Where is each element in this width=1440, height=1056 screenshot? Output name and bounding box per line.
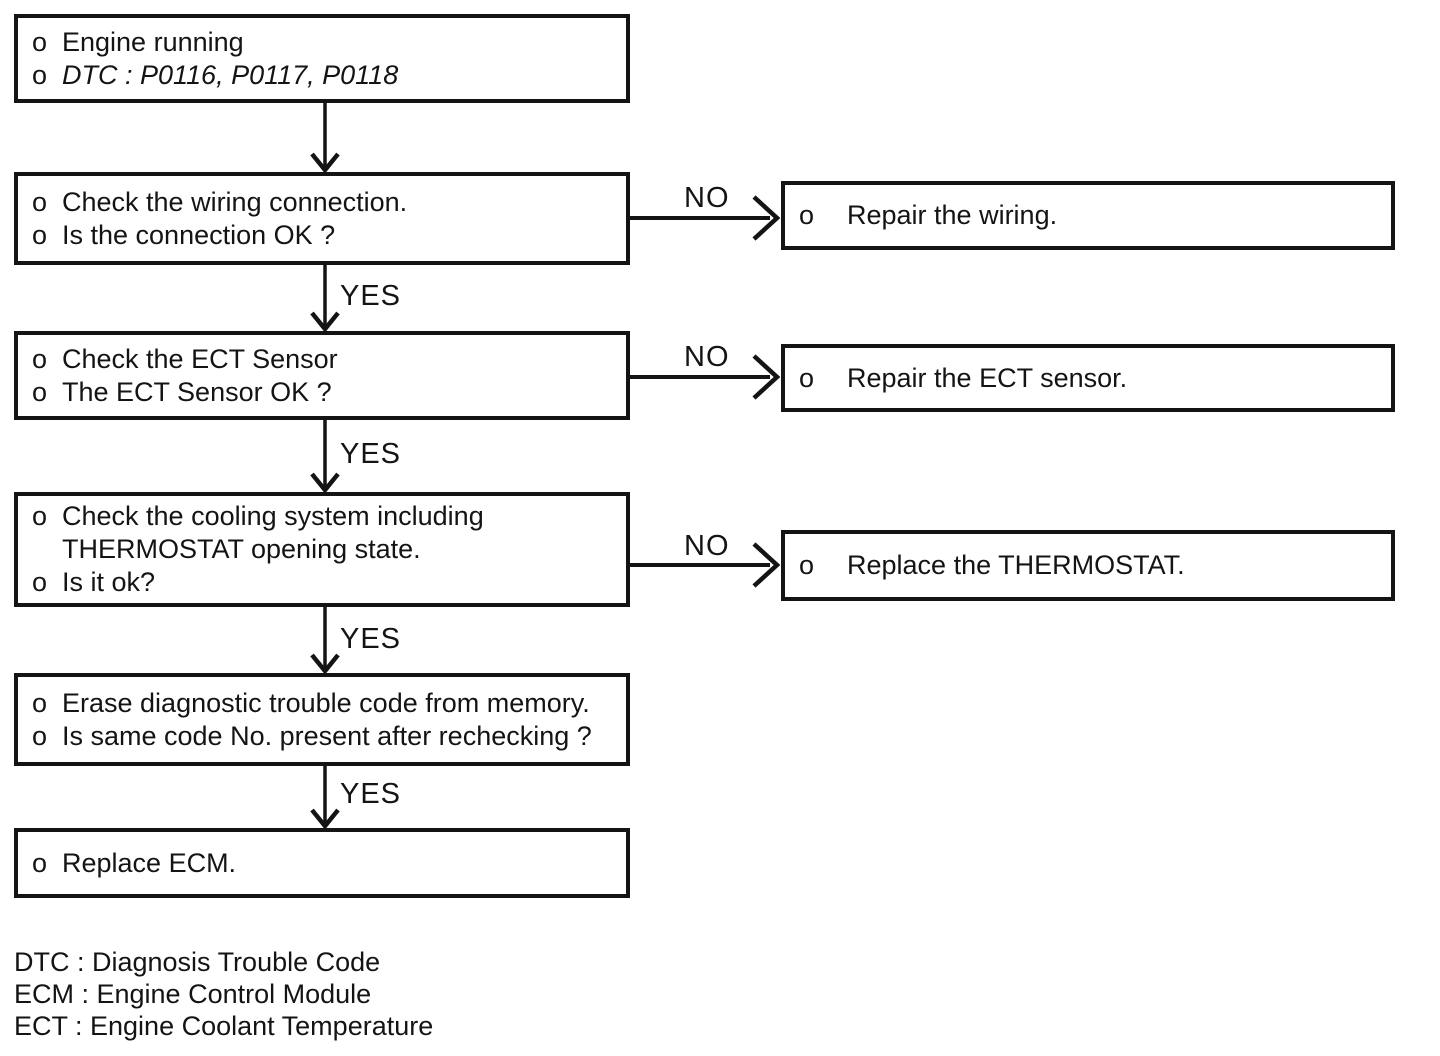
flow-box-text: Replace the THERMOSTAT.	[847, 550, 1185, 580]
yes-branch-label: YES	[340, 438, 402, 470]
flow-box-text: The ECT Sensor OK ?	[62, 376, 332, 407]
bullet-marker: o	[32, 59, 48, 90]
flow-box-line: o Check the cooling system including	[32, 500, 618, 533]
legend-line-dtc: DTC : Diagnosis Trouble Code	[14, 947, 381, 977]
bullet-marker: o	[32, 26, 48, 57]
flow-box-check-cooling-system: o Check the cooling system including THE…	[14, 492, 630, 607]
flow-box-text: Engine running	[62, 26, 244, 57]
flow-box-line: o Repair the ECT sensor.	[799, 362, 1383, 395]
flow-box-line: o Is same code No. present after recheck…	[32, 720, 618, 753]
arrow-down-icon	[310, 605, 340, 675]
bullet-marker: o	[32, 219, 48, 250]
flow-box-line: o Repair the wiring.	[799, 199, 1383, 232]
yes-branch-label: YES	[340, 623, 402, 655]
no-branch-label: NO	[684, 182, 730, 214]
flow-box-line: o Check the ECT Sensor	[32, 343, 618, 376]
flow-box-check-wiring: o Check the wiring connection. o Is the …	[14, 172, 630, 265]
flow-box-line: o DTC : P0116, P0117, P0118	[32, 59, 618, 92]
flow-box-line: o Engine running	[32, 26, 618, 59]
bullet-marker: o	[32, 720, 48, 751]
flow-box-text: THERMOSTAT opening state.	[62, 534, 421, 564]
flow-box-replace-ecm: o Replace ECM.	[14, 828, 630, 898]
arrow-down-icon	[310, 764, 340, 830]
flow-box-text: Is the connection OK ?	[62, 219, 336, 250]
bullet-marker	[32, 533, 62, 566]
flow-box-check-ect-sensor: o Check the ECT Sensor o The ECT Sensor …	[14, 331, 630, 420]
flow-box-line: o Erase diagnostic trouble code from mem…	[32, 687, 618, 720]
flow-box-line: o Is it ok?	[32, 566, 618, 599]
yes-branch-label: YES	[340, 280, 402, 312]
legend-line-ecm: ECM : Engine Control Module	[14, 979, 372, 1009]
bullet-marker: o	[32, 567, 48, 597]
flow-box-repair-ect-sensor: o Repair the ECT sensor.	[781, 344, 1395, 412]
flow-box-line: THERMOSTAT opening state.	[32, 533, 618, 566]
flow-box-repair-wiring: o Repair the wiring.	[781, 181, 1395, 250]
bullet-marker: o	[32, 376, 48, 407]
bullet-marker: o	[799, 200, 815, 230]
abbreviation-legend: DTC : Diagnosis Trouble Code ECM : Engin…	[14, 946, 433, 1042]
bullet-marker: o	[32, 847, 48, 878]
flow-box-text: Erase diagnostic trouble code from memor…	[62, 687, 590, 718]
flow-box-text: Check the ECT Sensor	[62, 343, 338, 374]
flow-box-text: DTC : P0116, P0117, P0118	[62, 59, 399, 90]
flow-box-text: Repair the wiring.	[847, 200, 1058, 230]
flow-box-line: o Replace ECM.	[32, 847, 618, 880]
bullet-marker: o	[799, 362, 815, 393]
flow-box-erase-dtc: o Erase diagnostic trouble code from mem…	[14, 673, 630, 766]
flow-box-text: Check the cooling system including	[62, 501, 484, 531]
yes-branch-label: YES	[340, 778, 402, 810]
legend-line-ect: ECT : Engine Coolant Temperature	[14, 1011, 434, 1041]
flow-box-line: o Replace the THERMOSTAT.	[799, 549, 1383, 582]
flow-box-line: o The ECT Sensor OK ?	[32, 376, 618, 409]
no-branch-label: NO	[684, 341, 730, 373]
arrow-down-icon	[310, 418, 340, 494]
flow-box-text: Check the wiring connection.	[62, 186, 408, 217]
flow-box-line: o Check the wiring connection.	[32, 186, 618, 219]
bullet-marker: o	[32, 343, 48, 374]
flow-box-text: Is same code No. present after recheckin…	[62, 720, 592, 751]
flow-box-line: o Is the connection OK ?	[32, 219, 618, 252]
flow-box-replace-thermostat: o Replace the THERMOSTAT.	[781, 530, 1395, 601]
bullet-marker: o	[32, 687, 48, 718]
no-branch-label: NO	[684, 530, 730, 562]
flow-box-text: Repair the ECT sensor.	[847, 362, 1128, 393]
flow-box-text: Replace ECM.	[62, 847, 237, 878]
flow-box-text: Is it ok?	[62, 567, 156, 597]
arrow-down-icon	[310, 101, 340, 174]
bullet-marker: o	[32, 186, 48, 217]
bullet-marker: o	[799, 550, 815, 580]
flow-box-start-condition: o Engine running o DTC : P0116, P0117, P…	[14, 14, 630, 103]
bullet-marker: o	[32, 501, 48, 531]
arrow-down-icon	[310, 263, 340, 333]
